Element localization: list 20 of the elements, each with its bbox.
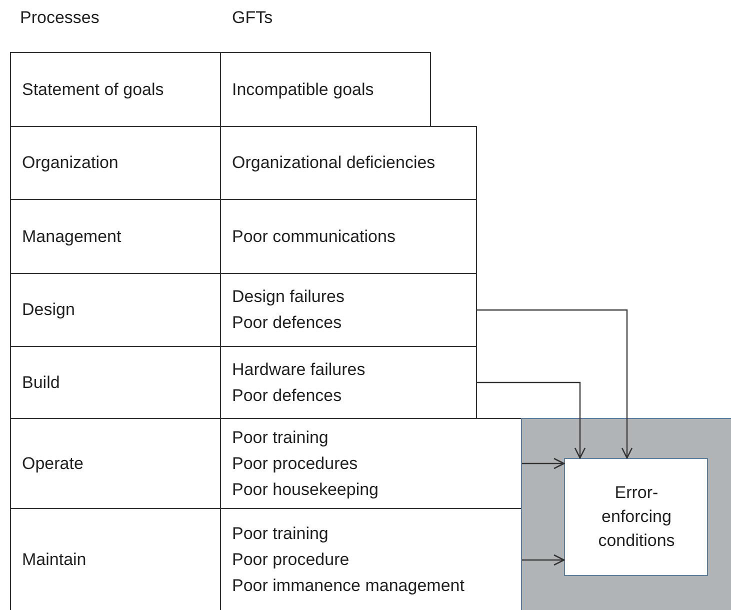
node-text: Poor training [232,523,328,545]
process-box: Statement of goals [10,52,221,127]
shaded-panel [521,418,731,610]
outcome-box: Error- enforcing conditions [564,458,708,576]
node-text: Hardware failures [232,358,366,380]
column-header: GFTs [232,8,273,28]
arrow [477,309,633,459]
arrow [522,554,565,566]
arrow [477,382,586,459]
node-text: Poor procedure [232,549,350,571]
node-text: Poor housekeeping [232,478,379,500]
node-text: Poor procedures [232,452,358,474]
node-text: Design failures [232,286,344,308]
node-text: Poor defences [232,384,342,406]
node-text: Poor immanence management [232,575,464,597]
node-text: Poor defences [232,312,342,334]
column-header: Processes [20,8,100,28]
failure-type-box: Incompatible goals [220,52,431,127]
arrow [522,458,565,470]
node-text: Poor training [232,426,328,448]
